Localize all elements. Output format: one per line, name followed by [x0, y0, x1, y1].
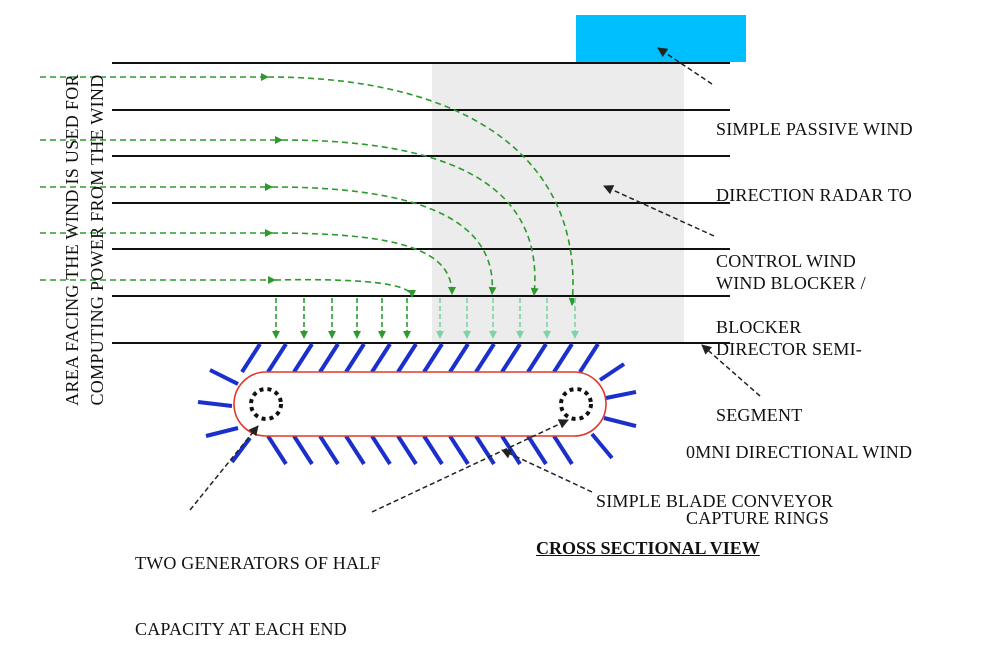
blade: [318, 342, 340, 374]
wind-arrow: [271, 232, 456, 295]
capture-rings: [112, 62, 730, 344]
wind-arrow: [271, 186, 497, 295]
wind-arrow: [267, 76, 577, 306]
blade: [526, 434, 548, 466]
pointer-arrows: [189, 47, 761, 513]
blade-conveyor: [197, 342, 637, 466]
conveyor-blades: [197, 342, 637, 466]
radar-label: SIMPLE PASSIVE WIND DIRECTION RADAR TO C…: [716, 74, 913, 360]
radar-label-line: CONTROL WIND: [716, 251, 856, 271]
blocker-label-line: WIND BLOCKER /: [716, 273, 866, 293]
rings-label-line: 0MNI DIRECTIONAL WIND: [686, 442, 913, 462]
blade: [197, 400, 233, 408]
wind-flow-arrows: [40, 73, 577, 306]
rings-label: 0MNI DIRECTIONAL WIND CAPTURE RINGS: [686, 397, 912, 551]
radar-label-line: SIMPLE PASSIVE WIND: [716, 119, 913, 139]
blade: [590, 432, 614, 460]
blade: [292, 342, 314, 374]
blocker-label-line: SEGMENT: [716, 405, 803, 425]
blade: [603, 416, 637, 428]
conveyor-label: SIMPLE BLADE CONVEYOR: [596, 491, 834, 511]
blade: [209, 368, 239, 386]
blade: [205, 426, 239, 438]
blade: [422, 434, 444, 466]
downward-arrows: [272, 298, 579, 339]
blade: [474, 434, 496, 466]
wind-direction-radar: [576, 15, 746, 62]
wind-arrow: [274, 278, 416, 298]
generator-left: [249, 387, 283, 421]
vertical-label-line: COMPUTING POWER FROM THE WIND: [87, 74, 107, 406]
blade: [474, 342, 496, 374]
rings-label-line: CAPTURE RINGS: [686, 508, 830, 528]
rings-pointer: [701, 344, 761, 397]
blade: [318, 434, 340, 466]
blade: [370, 342, 392, 374]
radar-label-line: DIRECTION RADAR TO: [716, 185, 912, 205]
blade: [598, 362, 626, 382]
generators-label: TWO GENERATORS OF HALF CAPACITY AT EACH …: [135, 508, 381, 662]
generators-pointer: [371, 419, 569, 513]
blade: [605, 390, 637, 400]
vertical-label-line: AREA FACING THE WIND IS USED FOR: [62, 74, 82, 406]
generators-label-line: TWO GENERATORS OF HALF: [135, 553, 381, 573]
blade: [422, 342, 444, 374]
generators-label-line: CAPACITY AT EACH END: [135, 619, 347, 639]
blade: [266, 342, 288, 374]
generators-pointer: [189, 425, 259, 511]
radar-pointer: [657, 47, 713, 85]
radar-label-line: BLOCKER: [716, 317, 802, 337]
wind-arrow: [281, 139, 539, 296]
blade: [448, 342, 470, 374]
blade: [578, 342, 600, 374]
view-title: CROSS SECTIONAL VIEW: [536, 538, 760, 558]
cross-section-diagram: [40, 15, 761, 513]
blade: [396, 342, 418, 374]
blade: [448, 434, 470, 466]
blade: [370, 434, 392, 466]
blocker-label-line: DIRECTOR SEMI-: [716, 339, 862, 359]
blade: [230, 436, 252, 464]
blade: [526, 342, 548, 374]
blade: [292, 434, 314, 466]
blade: [396, 434, 418, 466]
blade: [552, 434, 574, 466]
blade: [344, 342, 366, 374]
blade: [240, 342, 262, 374]
blade: [344, 434, 366, 466]
blade: [552, 342, 574, 374]
generator-right: [559, 387, 593, 421]
conveyor-belt: [233, 371, 607, 437]
blade: [266, 434, 288, 466]
blocker-pointer: [603, 185, 715, 237]
conveyor-pointer: [501, 449, 593, 493]
blocker-label: WIND BLOCKER / DIRECTOR SEMI- SEGMENT: [716, 228, 866, 448]
blade: [500, 342, 522, 374]
